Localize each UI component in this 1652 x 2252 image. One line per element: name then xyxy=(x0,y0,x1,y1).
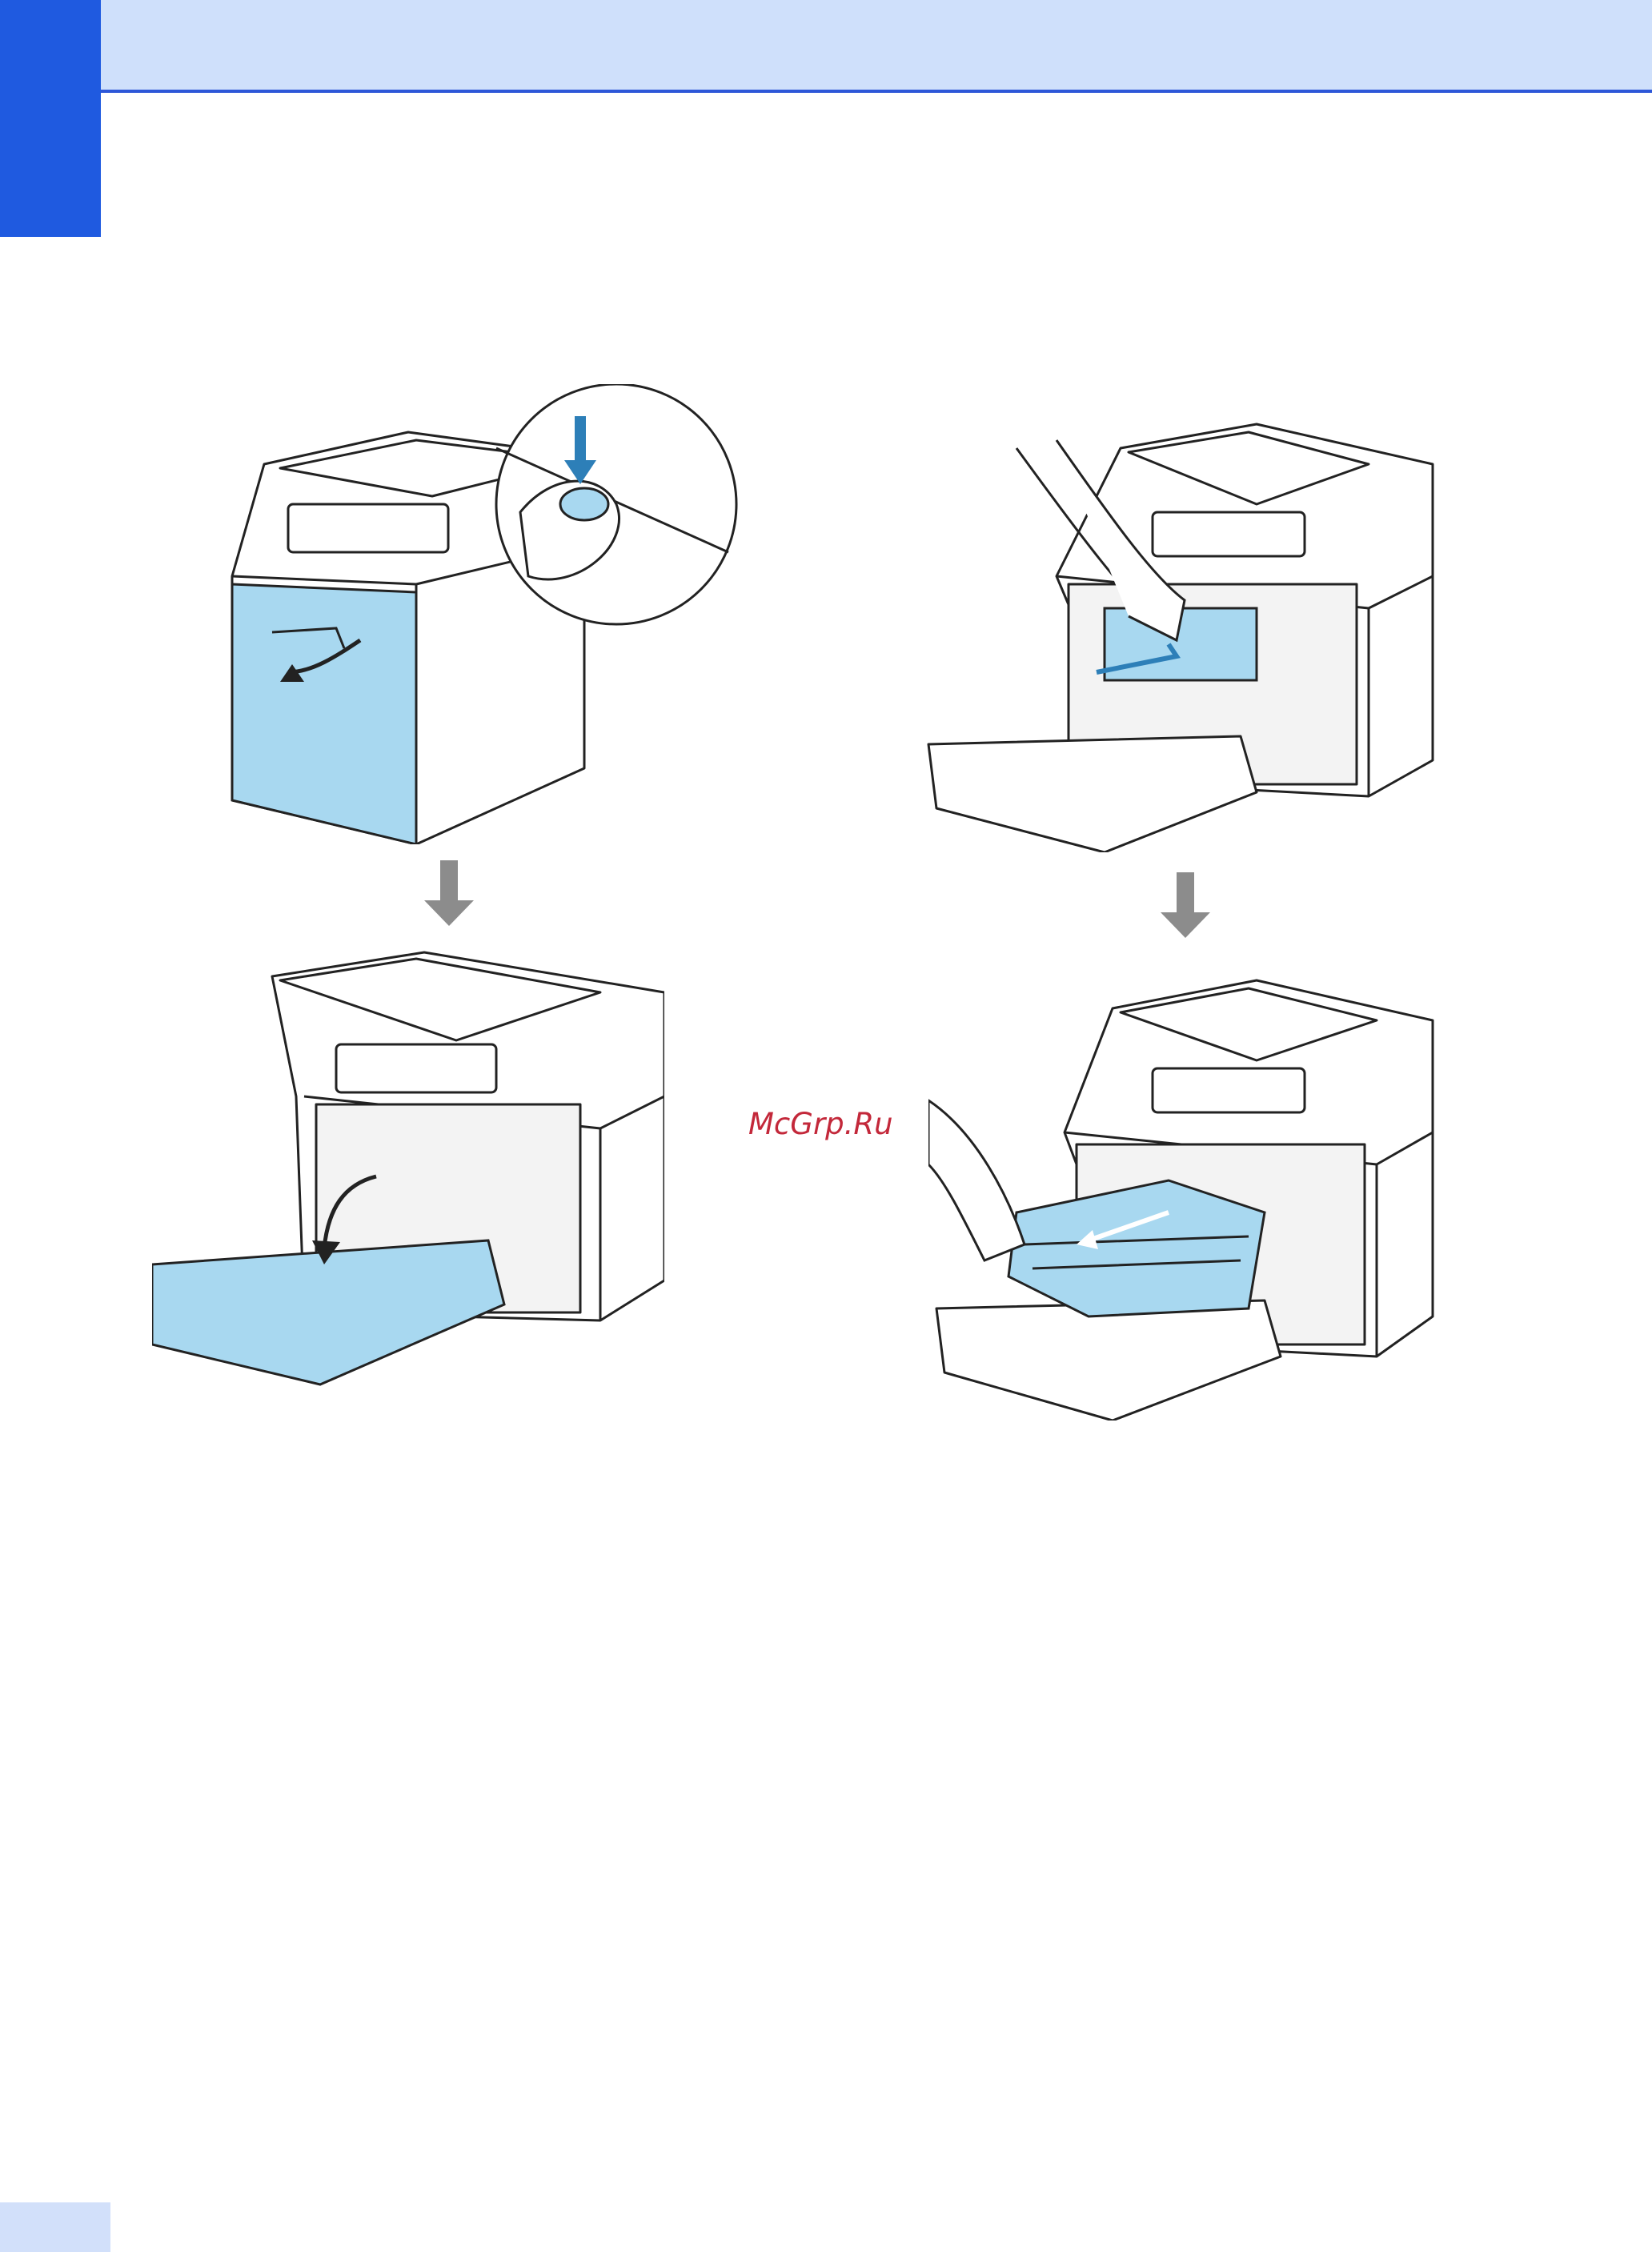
arrow-down-icon xyxy=(1161,872,1210,938)
watermark: McGrp.Ru xyxy=(748,1107,893,1141)
printer-icon xyxy=(920,416,1441,852)
header-band xyxy=(0,0,1652,93)
illustration-press-release-button xyxy=(216,384,744,844)
illustration-open-front-cover xyxy=(152,944,664,1388)
arrow-down-icon xyxy=(424,860,474,926)
footer-tab xyxy=(0,2202,110,2252)
illustration-hold-drum-handle xyxy=(920,416,1441,852)
printer-icon xyxy=(216,384,744,844)
printer-icon xyxy=(928,972,1441,1421)
illustration-pull-out-drum-unit xyxy=(928,972,1441,1421)
printer-icon xyxy=(152,944,664,1388)
chapter-tab xyxy=(0,0,101,237)
